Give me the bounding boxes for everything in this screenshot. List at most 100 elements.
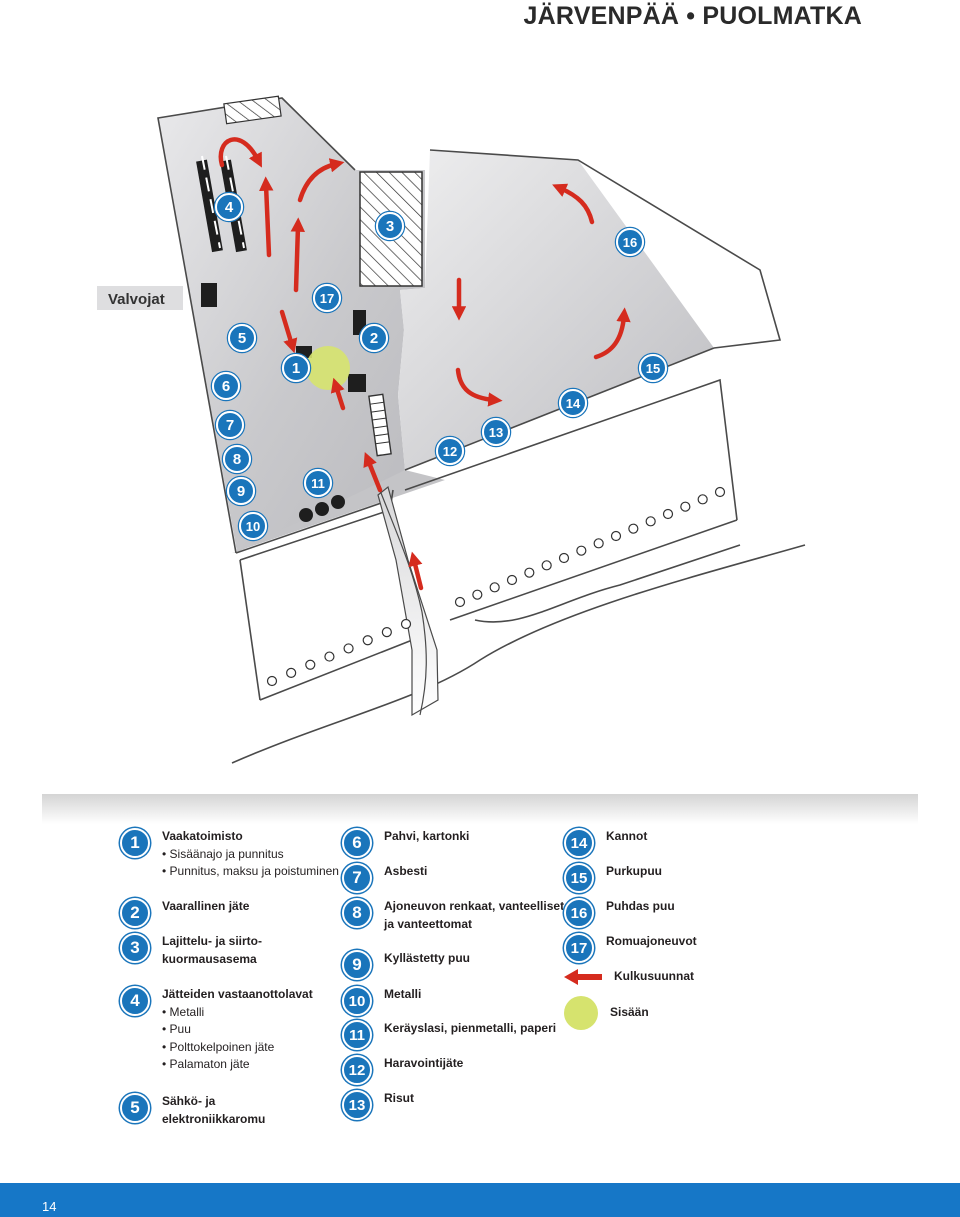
map-badge-number: 16 bbox=[623, 235, 637, 250]
legend-item-subitem: Polttokelpoinen jäte bbox=[162, 1039, 313, 1057]
legend-badge: 11 bbox=[342, 1020, 372, 1050]
legend-item-1: 1VaakatoimistoSisäänajo ja punnitusPunni… bbox=[120, 828, 339, 881]
map-badge-number: 8 bbox=[233, 451, 241, 468]
legend-item-title: Purkupuu bbox=[606, 864, 662, 878]
legend-item-subitem: Punnitus, maksu ja poistuminen bbox=[162, 863, 339, 881]
parking-spot bbox=[628, 523, 639, 534]
footer-bar: 14 bbox=[0, 1183, 960, 1217]
legend-badge: 13 bbox=[342, 1090, 372, 1120]
legend-badge: 3 bbox=[120, 933, 150, 963]
legend-badge: 14 bbox=[564, 828, 594, 858]
map-badge-9: 9 bbox=[225, 475, 257, 507]
legend-badge: 2 bbox=[120, 898, 150, 928]
map-badge-4: 4 bbox=[213, 191, 245, 223]
parking-spot bbox=[558, 552, 570, 564]
map-badge-3: 3 bbox=[374, 210, 406, 242]
legend-divider bbox=[42, 794, 918, 824]
legend-item-13: 13 Risut bbox=[342, 1090, 414, 1120]
legend-item-subitem: Metalli bbox=[162, 1004, 313, 1022]
legend-item-title: Puhdas puu bbox=[606, 899, 675, 913]
map-badge-number: 13 bbox=[489, 425, 503, 440]
flow-arrow bbox=[552, 183, 595, 225]
legend-entry-label: Sisään bbox=[610, 1005, 649, 1019]
legend-badge: 4 bbox=[120, 986, 150, 1016]
parking-spot bbox=[714, 486, 726, 498]
scale-office-block bbox=[348, 374, 366, 392]
legend: 1VaakatoimistoSisäänajo ja punnitusPunni… bbox=[0, 820, 960, 1160]
legend-item-subitem: Puu bbox=[162, 1021, 313, 1039]
map-badge-number: 2 bbox=[370, 330, 378, 347]
legend-badge: 8 bbox=[342, 898, 372, 928]
legend-item-title: Vaakatoimisto bbox=[162, 829, 243, 843]
map-badge-number: 10 bbox=[246, 519, 260, 534]
legend-badge: 16 bbox=[564, 898, 594, 928]
legend-item-12: 12 Haravointijäte bbox=[342, 1055, 463, 1085]
parking-spot bbox=[266, 675, 278, 687]
map-badge-number: 1 bbox=[292, 360, 300, 377]
legend-item-title: Keräyslasi, pienmetalli, paperi bbox=[384, 1021, 557, 1035]
legend-item-title: Lajittelu- ja siirto- bbox=[162, 934, 263, 948]
legend-flow-label: Kulkusuunnat bbox=[614, 969, 694, 983]
legend-item-subitem: Sisäänajo ja punnitus bbox=[162, 846, 339, 864]
parking-spot bbox=[454, 596, 466, 608]
legend-badge: 12 bbox=[342, 1055, 372, 1085]
flow-arrow bbox=[279, 309, 298, 354]
map-badge-number: 12 bbox=[443, 444, 457, 459]
map-badge-6: 6 bbox=[210, 370, 242, 402]
map-badge-number: 9 bbox=[237, 483, 245, 500]
flow-arrow bbox=[330, 377, 346, 411]
traffic-arrows bbox=[218, 137, 631, 591]
parking-spot bbox=[381, 627, 392, 638]
parking-row bbox=[266, 486, 726, 687]
parking-spot bbox=[680, 501, 691, 512]
weighbridge bbox=[368, 393, 392, 457]
parking-spot bbox=[305, 659, 316, 670]
legend-item-2: 2 Vaarallinen jäte bbox=[120, 898, 249, 928]
legend-item-title: Romuajoneuvot bbox=[606, 934, 697, 948]
legend-item-title: Pahvi, kartonki bbox=[384, 829, 470, 843]
container-block bbox=[201, 283, 217, 307]
flow-arrow bbox=[297, 158, 345, 203]
parking-spot bbox=[506, 574, 518, 586]
legend-item-title: Risut bbox=[384, 1091, 414, 1105]
map-badge-12: 12 bbox=[434, 435, 466, 467]
parking-spot bbox=[524, 567, 535, 578]
map-badge-number: 15 bbox=[646, 361, 660, 376]
gate-structure bbox=[223, 95, 282, 125]
legend-badge: 7 bbox=[342, 863, 372, 893]
legend-badge: 9 bbox=[342, 950, 372, 980]
map-badge-2: 2 bbox=[358, 322, 390, 354]
legend-badge: 17 bbox=[564, 933, 594, 963]
legend-item-title-line2: ja vanteettomat bbox=[384, 916, 473, 931]
legend-badge: 6 bbox=[342, 828, 372, 858]
map-badge-number: 14 bbox=[566, 396, 581, 411]
valvojat-label-bg bbox=[97, 286, 183, 310]
legend-item-16: 16 Puhdas puu bbox=[564, 898, 675, 928]
legend-item-title: Jätteiden vastaanottolavat bbox=[162, 987, 313, 1001]
map-badge-13: 13 bbox=[480, 416, 512, 448]
map-badge-11: 11 bbox=[302, 467, 334, 499]
page-title: JÄRVENPÄÄ • PUOLMATKA bbox=[523, 2, 862, 30]
parking-spot bbox=[576, 545, 587, 556]
legend-item-title: Kyllästetty puu bbox=[384, 951, 471, 965]
page-number: 14 bbox=[42, 1199, 57, 1214]
legend-item-title: Vaarallinen jäte bbox=[162, 899, 250, 913]
map-badge-number: 3 bbox=[386, 218, 394, 235]
flow-arrow bbox=[218, 137, 262, 168]
parking-spot bbox=[662, 508, 674, 520]
map-badge-1: 1 bbox=[280, 352, 312, 384]
legend-item-title: Haravointijäte bbox=[384, 1056, 464, 1070]
entry-dot-icon bbox=[564, 996, 598, 1030]
map-badge-number: 11 bbox=[311, 476, 325, 491]
map-badge-16: 16 bbox=[614, 226, 646, 258]
parking-spot bbox=[489, 582, 500, 593]
map-badge-5: 5 bbox=[226, 322, 258, 354]
valvojat-label: Valvojat bbox=[108, 291, 165, 308]
legend-item-17: 17 Romuajoneuvot bbox=[564, 933, 697, 963]
